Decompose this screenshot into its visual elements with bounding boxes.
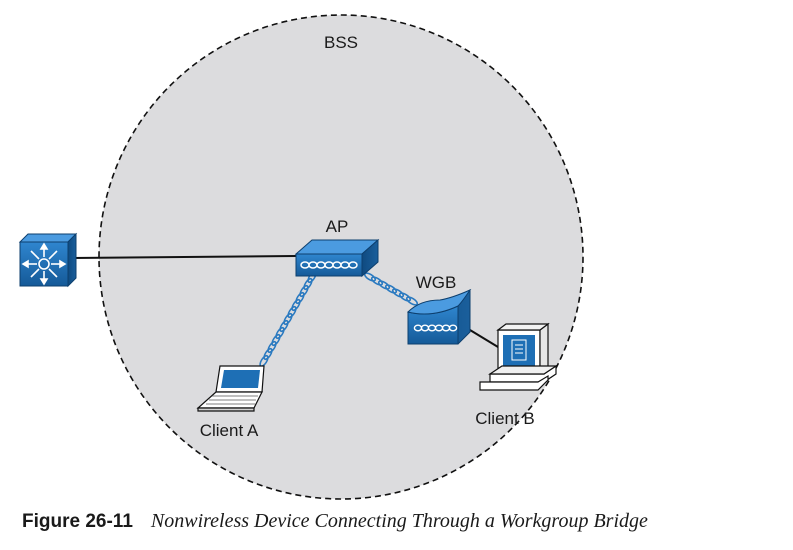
wgb-label: WGB: [416, 273, 457, 292]
multilayer-switch-icon: [18, 232, 78, 288]
ap-label: AP: [326, 217, 349, 236]
figure-number: Figure 26-11: [22, 511, 133, 532]
laptop-icon: [196, 365, 265, 412]
desktop-computer-icon: [479, 322, 558, 391]
client-a-label: Client A: [200, 421, 259, 440]
wireless-signal-ap-client-a: [259, 270, 317, 368]
network-diagram: BSS AP WGB Client A Client B: [18, 14, 584, 500]
wgb-client-b-link: [469, 329, 499, 348]
client-b-label: Client B: [475, 409, 535, 428]
workgroup-bridge-icon: [407, 288, 472, 345]
switch-ap-link: [71, 255, 297, 259]
access-point-icon: [294, 238, 380, 278]
figure-caption: Figure 26-11 Nonwireless Device Connectin…: [22, 510, 792, 533]
figure-title: Nonwireless Device Connecting Through a …: [150, 510, 648, 532]
bss-label: BSS: [324, 33, 358, 52]
